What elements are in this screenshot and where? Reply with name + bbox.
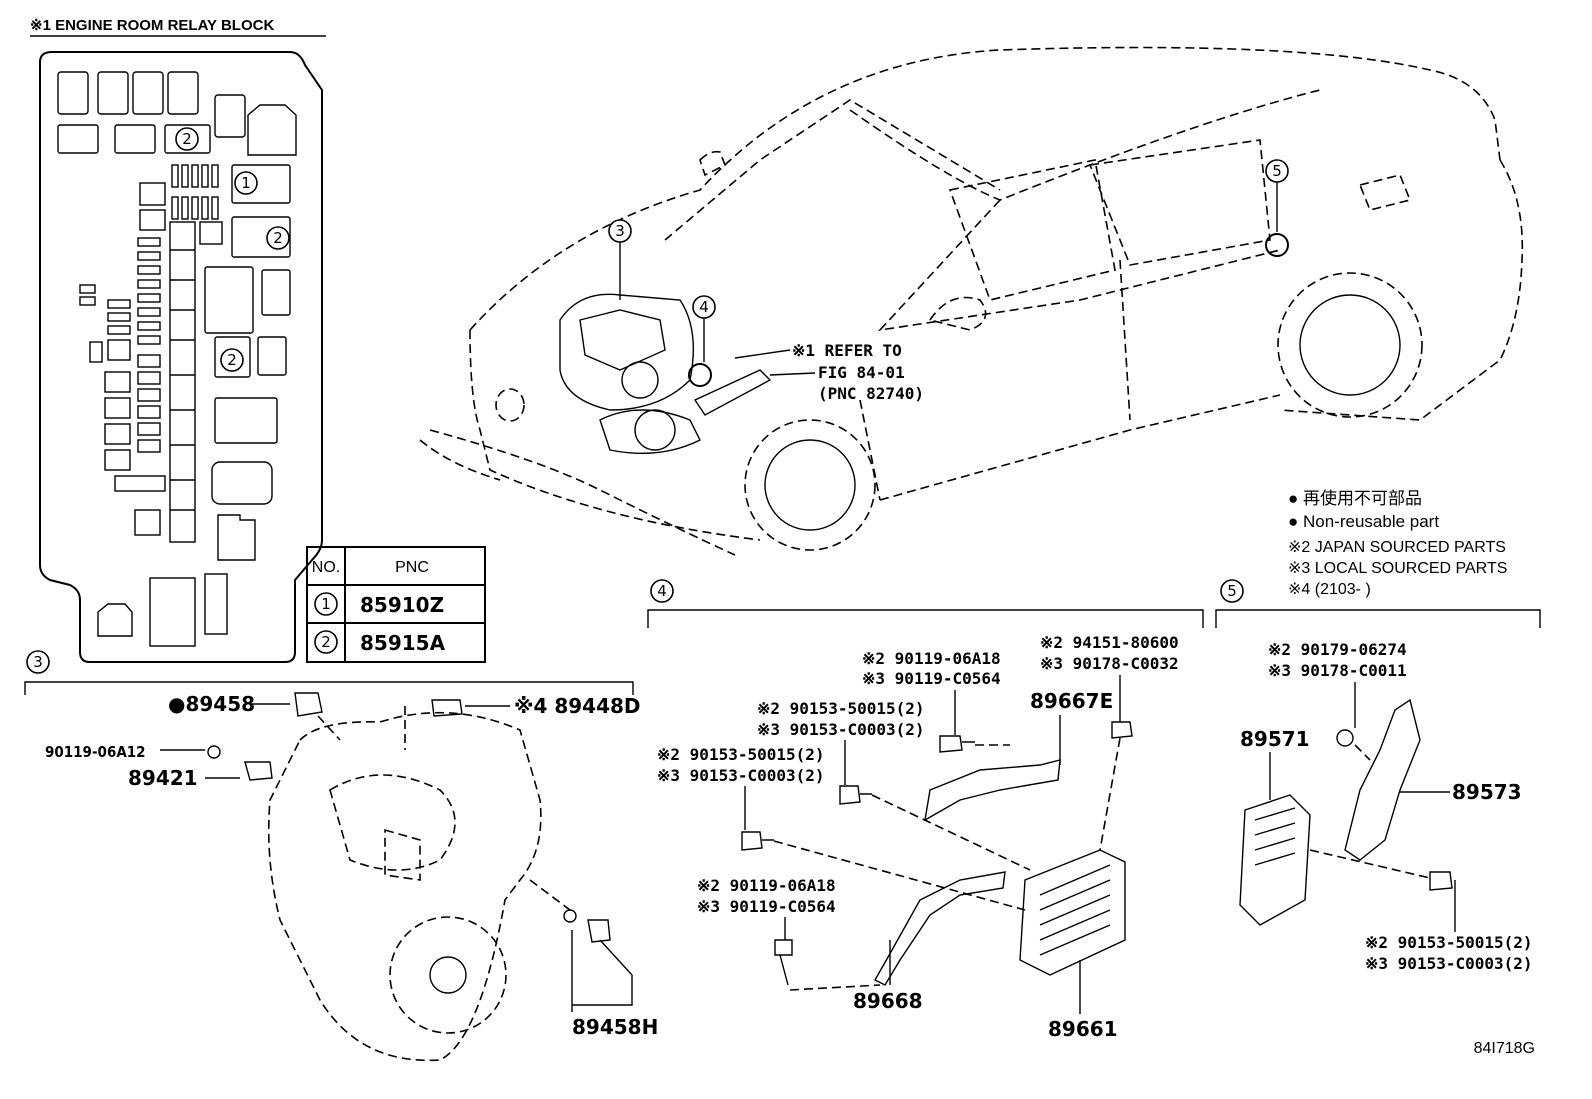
label-90153-c0003-a: ※3 90153-C0003(2) — [757, 720, 925, 739]
label-90153-50015-c: ※2 90153-50015(2) — [1365, 933, 1533, 952]
label-90119-06a18-top: ※2 90119-06A18 — [862, 649, 1001, 668]
pnc-table-header-no: NO. — [312, 559, 340, 576]
label-89448d: ※4 89448D — [514, 694, 641, 718]
refer-note-line1: ※1 REFER TO — [792, 341, 902, 360]
relay-block: ※1 ENGINE ROOM RELAY BLOCK — [30, 17, 326, 663]
label-90119-c0564-bottom: ※3 90119-C0564 — [697, 897, 836, 916]
section-4: 4 ※2 94151-80600 ※3 90178-C0032 ※2 90119… — [647, 579, 1204, 1041]
label-89668: 89668 — [853, 989, 923, 1013]
car-outline — [419, 46, 1524, 556]
svg-text:2: 2 — [227, 351, 237, 369]
label-90119-c0564-top: ※3 90119-C0564 — [862, 669, 1001, 688]
pnc-table-row1-no: 1 — [321, 595, 331, 613]
refer-note-line2: FIG 84-01 — [818, 363, 905, 382]
legend-line-3: ※2 JAPAN SOURCED PARTS — [1288, 539, 1506, 556]
label-90153-50015-a: ※2 90153-50015(2) — [757, 699, 925, 718]
label-90153-c0003-c: ※3 90153-C0003(2) — [1365, 954, 1533, 973]
section-3: 3 ●89458 ※4 89448D 90119-06A12 89421 894… — [24, 650, 658, 1062]
pnc-table-row2-pnc: 85915A — [360, 631, 446, 655]
legend-line-1: ● 再使用不可部品 — [1288, 488, 1422, 508]
car-callouts: 3 4 5 — [608, 159, 1289, 387]
label-89667e: 89667E — [1030, 689, 1113, 713]
svg-text:2: 2 — [182, 130, 192, 148]
figure-code: 84I718G — [1474, 1040, 1535, 1057]
label-89458h: 89458H — [572, 1015, 658, 1039]
refer-note-line3: (PNC 82740) — [818, 384, 924, 403]
relay-block-cells — [57, 71, 297, 647]
label-90178-c0032: ※3 90178-C0032 — [1040, 654, 1179, 673]
car-callout-4: 4 — [699, 298, 709, 316]
pnc-table-row2-no: 2 — [321, 633, 331, 651]
section-5: 5 ※2 90179-06274 ※3 90178-C0011 89571 89… — [1215, 579, 1541, 973]
relay-block-markers: 2 1 2 2 — [175, 127, 290, 372]
car-callout-5: 5 — [1272, 162, 1282, 180]
legend-line-5: ※4 (2103- ) — [1288, 581, 1371, 598]
section-3-marker: 3 — [33, 653, 43, 671]
legend-line-2: ● Non-reusable part — [1288, 512, 1439, 531]
label-89458: ●89458 — [168, 692, 255, 716]
svg-text:2: 2 — [273, 229, 283, 247]
legend: ● 再使用不可部品 ● Non-reusable part ※2 JAPAN S… — [1288, 488, 1507, 598]
car-callout-3: 3 — [615, 222, 625, 240]
label-89421: 89421 — [128, 766, 198, 790]
refer-note: ※1 REFER TO FIG 84-01 (PNC 82740) — [734, 341, 924, 403]
label-89661: 89661 — [1048, 1017, 1118, 1041]
svg-text:1: 1 — [241, 174, 251, 192]
label-90178-c0011: ※3 90178-C0011 — [1268, 661, 1407, 680]
relay-block-outline — [39, 51, 323, 663]
section-4-marker: 4 — [657, 582, 667, 600]
pnc-table-row1-pnc: 85910Z — [360, 593, 444, 617]
label-90119-06a18-bottom: ※2 90119-06A18 — [697, 876, 836, 895]
pnc-table: NO. PNC 1 85910Z 2 85915A — [306, 546, 486, 663]
pnc-table-header-pnc: PNC — [395, 559, 429, 576]
section-5-marker: 5 — [1227, 582, 1237, 600]
label-90179-06274: ※2 90179-06274 — [1268, 640, 1407, 659]
label-90119-06a12: 90119-06A12 — [45, 743, 146, 761]
label-89571: 89571 — [1240, 727, 1310, 751]
relay-block-title: ※1 ENGINE ROOM RELAY BLOCK — [30, 17, 274, 34]
label-89573: 89573 — [1452, 780, 1522, 804]
label-94151-80600: ※2 94151-80600 — [1040, 633, 1179, 652]
legend-line-4: ※3 LOCAL SOURCED PARTS — [1288, 560, 1507, 577]
label-90153-c0003-b: ※3 90153-C0003(2) — [657, 766, 825, 785]
label-90153-50015-b: ※2 90153-50015(2) — [657, 745, 825, 764]
